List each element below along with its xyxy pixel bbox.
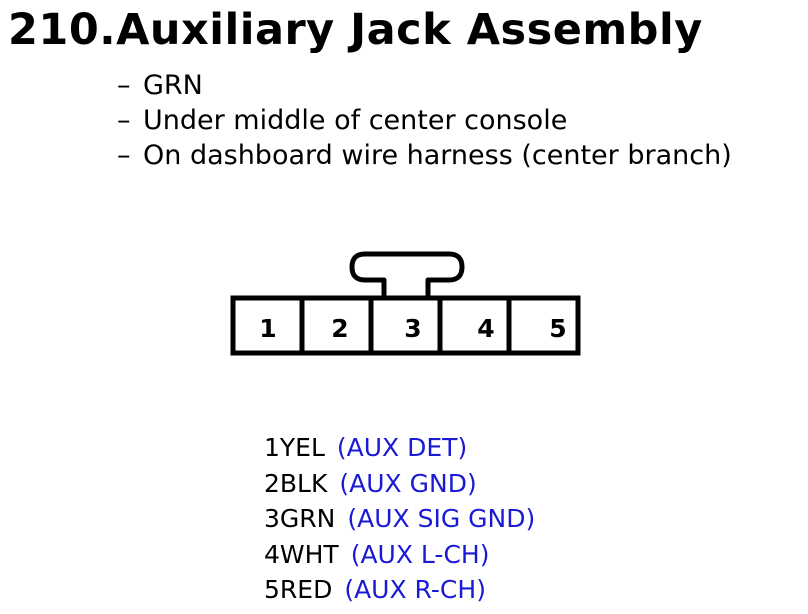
note-text: Under middle of center console xyxy=(143,105,568,136)
pin-function: (AUX L-CH) xyxy=(350,539,490,569)
pinout-row: 5RED (AUX R-CH) xyxy=(264,572,535,608)
note-dash: – xyxy=(117,105,131,136)
note-dash: – xyxy=(117,140,131,171)
pin-number: 4 xyxy=(477,314,494,343)
page-title: 210.Auxiliary Jack Assembly xyxy=(8,5,703,55)
note-text: GRN xyxy=(143,70,203,101)
pin-wire-label: 4WHT xyxy=(264,539,339,569)
pin-function: (AUX GND) xyxy=(339,468,477,498)
note-item: –On dashboard wire harness (center branc… xyxy=(117,138,732,173)
pinout-list: 1YEL (AUX DET) 2BLK (AUX GND) 3GRN (AUX SIG… xyxy=(264,430,535,608)
pin-wire-label: 5RED xyxy=(264,575,333,604)
pin-function: (AUX SIG GND) xyxy=(347,504,536,533)
note-item: –GRN xyxy=(117,68,732,103)
pinout-row: 1YEL (AUX DET) xyxy=(264,430,535,466)
pin-number: 3 xyxy=(404,314,421,343)
pin-number: 5 xyxy=(549,314,566,343)
pin-number: 1 xyxy=(259,314,276,343)
connector-notes: –GRN –Under middle of center console –On… xyxy=(117,68,732,173)
connector-housing xyxy=(230,295,581,356)
note-item: –Under middle of center console xyxy=(117,103,732,138)
note-dash: – xyxy=(117,70,131,101)
pin-number: 2 xyxy=(331,314,348,343)
pinout-row: 4WHT (AUX L-CH) xyxy=(264,537,535,573)
pin-function: (AUX DET) xyxy=(336,433,468,462)
pin-function: (AUX R-CH) xyxy=(344,575,486,604)
pinout-row: 3GRN (AUX SIG GND) xyxy=(264,501,535,537)
pin-wire-label: 1YEL xyxy=(264,433,325,462)
pinout-row: 2BLK (AUX GND) xyxy=(264,466,535,502)
pin-wire-label: 2BLK xyxy=(264,468,328,498)
note-text: On dashboard wire harness (center branch… xyxy=(143,140,732,171)
connector-lock-tab xyxy=(349,251,465,298)
pin-wire-label: 3GRN xyxy=(264,504,336,533)
